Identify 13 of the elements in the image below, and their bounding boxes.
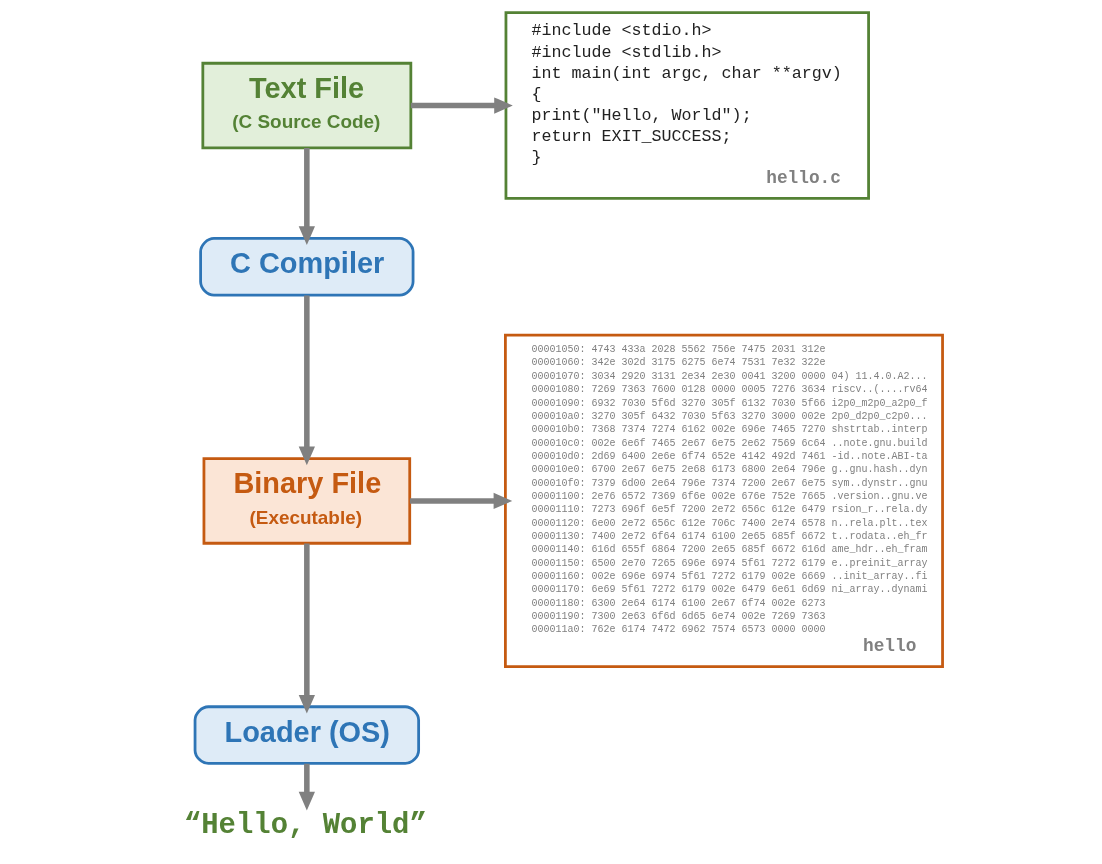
- node-box: Text File (C Source Code): [201, 61, 413, 150]
- node-text: “Hello, World”: [183, 809, 427, 843]
- node-box: #include <stdio.h> #include <stdlib.h> int main(int argc, char **argv) { print("Hello, World"); return EXIT_SUCCESS; } hello.c: [504, 11, 870, 200]
- arrow: [298, 295, 315, 466]
- node-box: Loader (OS): [193, 705, 420, 765]
- node-box: 00001050: 4743 433a 2028 5562 756e 7475 2031 312e 00001060: 342e 302d 3175 6275 6e74 7531 7e32 322e 00001070: 3034 2920 3131 2e34 2e30 0041 3200 0000 04) 11.4.0.A2... 00001080: 7269 7363 7600 0128 0000 0005 7276 3634 riscv..(....rv64 00001090: 6932 7030 5f6d 3270 305f 6132 7030 5f66 i2p0_m2p0_a2p0_f 000010a0: 3270 305f 6432 7030 5f63 3270 3000 002e 2p0_d2p0_c2p0... 000010b0: 7368 7374 7274 6162 002e 696e 7465 7270 shstrtab..interp 000010c0: 002e 6e6f 7465 2e67 6e75 2e62 7569 6c64 ..note.gnu.build 000010d0: 2d69 6400 2e6e 6f74 652e 4142 492d 7461 -id..note.ABI-ta 000010e0: 6700 2e67 6e75 2e68 6173 6800 2e64 796e g..gnu.hash..dyn 000010f0: 7379 6d00 2e64 796e 7374 7200 2e67 6e75 sym..dynstr..gnu 00001100: 2e76 6572 7369 6f6e 002e 676e 752e 7665 .version..gnu.ve 00001110: 7273 696f 6e5f 7200 2e72 656c 612e 6479 rsion_r..rela.dy 00001120: 6e00 2e72 656c 612e 706c 7400 2e74 6578 n..rela.plt..tex 00001130: 7400 2e72 6f64 6174 6100 2e65 685f 6672 t..rodata..eh_fr 00001140: 616d 655f 6864 7200 2e65 685f 6672 616d ame_hdr..eh_fram 00001150: 6500 2e70 7265 696e 6974 5f61 7272 6179 e..preinit_array 00001160: 002e 696e 6974 5f61 7272 6179 002e 6669 ..init_array..fi 00001170: 6e69 5f61 7272 6179 002e 6479 6e61 6d69 ni_array..dynami 00001180: 6300 2e64 6174 6100 2e67 6f74 002e 6273 00001190: 7300 2e63 6f6d 6d65 6e74 002e 7269 7363 000011a0: 762e 6174 7472 6962 7574 6573 0000 0000 hello: [504, 333, 944, 669]
- node-box: C Compiler: [199, 237, 415, 297]
- arrow: [298, 148, 315, 245]
- arrow: [298, 763, 315, 811]
- node-box: Binary File (Executable): [202, 457, 412, 545]
- arrow: [298, 543, 315, 714]
- arrow: [410, 97, 513, 114]
- arrow: [409, 492, 513, 510]
